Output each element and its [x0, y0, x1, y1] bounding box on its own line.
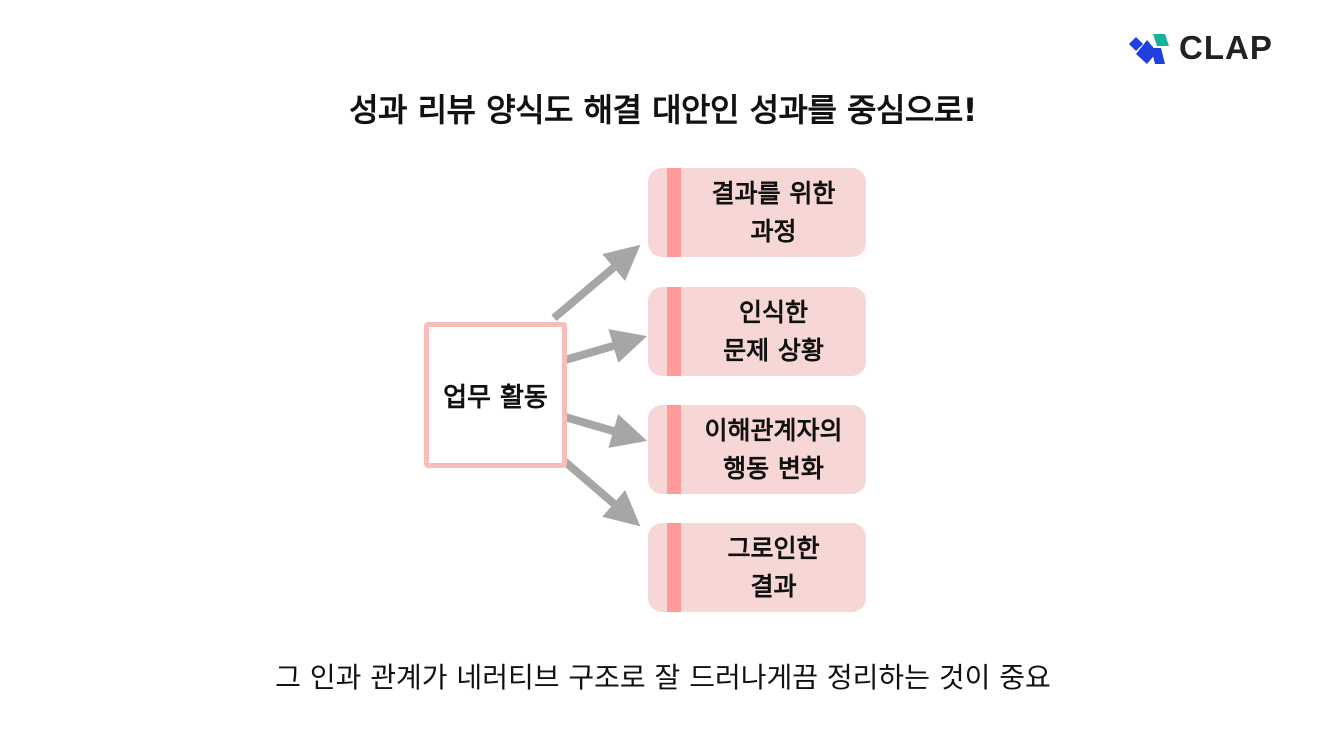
arrow-3: [563, 413, 648, 448]
card-accent-bar: [667, 168, 681, 257]
card-accent-bar: [667, 405, 681, 494]
target-label: 이해관계자의 행동 변화: [704, 415, 843, 483]
target-label: 그로인한 결과: [727, 533, 820, 601]
source-label: 업무 활동: [443, 382, 548, 413]
arrow-2: [563, 329, 648, 364]
card-accent-bar: [667, 523, 681, 612]
target-card-behavior: 이해관계자의 행동 변화: [648, 405, 866, 494]
page-title: 성과 리뷰 양식도 해결 대안인 성과를 중심으로!: [349, 91, 977, 129]
arrow-1: [551, 244, 641, 322]
clap-logo-icon: [1129, 34, 1169, 64]
target-card-result: 그로인한 결과: [648, 523, 866, 612]
source-box: 업무 활동: [424, 322, 567, 468]
arrow-4: [560, 456, 641, 527]
clap-logo: CLAP: [1127, 30, 1273, 66]
target-label: 결과를 위한 과정: [711, 178, 836, 246]
target-label: 인식한 문제 상황: [723, 297, 824, 365]
target-card-process: 결과를 위한 과정: [648, 168, 866, 257]
target-card-problem: 인식한 문제 상황: [648, 287, 866, 376]
footer-caption: 그 인과 관계가 네러티브 구조로 잘 드러나게끔 정리하는 것이 중요: [275, 661, 1051, 694]
logo-text: CLAP: [1179, 29, 1273, 66]
card-accent-bar: [667, 287, 681, 376]
